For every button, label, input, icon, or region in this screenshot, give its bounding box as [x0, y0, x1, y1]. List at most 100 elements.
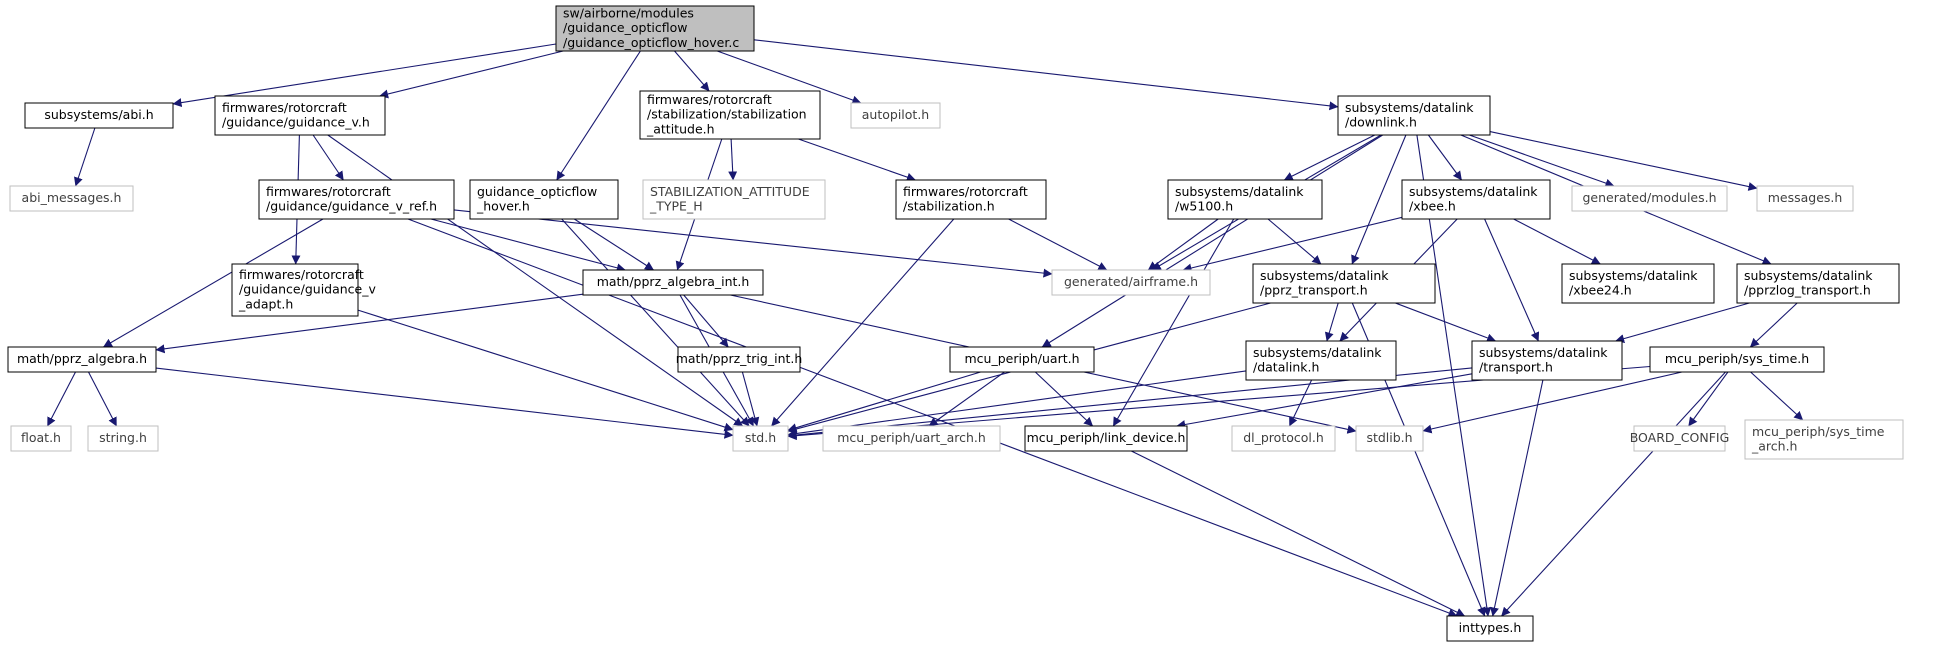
node-pprzlog[interactable]: subsystems/datalink/pprzlog_transport.h: [1736, 263, 1900, 304]
edge-downlink-to-uart: [1041, 134, 1383, 348]
edge-line: [312, 134, 344, 181]
node-pprztr[interactable]: subsystems/datalink/pprz_transport.h: [1252, 263, 1436, 304]
edge-pprztr-to-datalinkh: [1324, 302, 1339, 342]
edge-line: [1427, 134, 1463, 181]
node-box: [214, 95, 386, 136]
node-root[interactable]: sw/airborne/modules/guidance_opticflow/g…: [555, 5, 755, 52]
node-guidvref[interactable]: firmwares/rotorcraft/guidance/guidance_v…: [258, 179, 455, 220]
node-inttypes[interactable]: inttypes.h: [1446, 615, 1534, 642]
edge-line: [453, 209, 1053, 278]
node-label: subsystems/datalink: [1479, 345, 1608, 360]
node-label: dl_protocol.h: [1243, 430, 1324, 445]
node-linkdev[interactable]: mcu_periph/link_device.h: [1024, 425, 1188, 452]
edge-w5100-to-linkdev: [1112, 218, 1235, 427]
node-label: autopilot.h: [862, 107, 929, 122]
node-box: [1561, 263, 1715, 304]
edge-line: [741, 371, 760, 427]
node-label: subsystems/datalink: [1260, 268, 1389, 283]
edge-line: [155, 367, 734, 439]
edge-line: [1395, 302, 1497, 343]
node-label: subsystems/datalink: [1345, 100, 1474, 115]
edge-line: [771, 218, 955, 427]
edge-downlink-to-xbee: [1427, 134, 1463, 181]
node-label: /stabilization.h: [903, 199, 995, 214]
node-box: [1736, 263, 1900, 304]
node-ptrig[interactable]: math/pprz_trig_int.h: [676, 346, 803, 373]
node-label: BOARD_CONFIG: [1630, 430, 1730, 445]
edge-line: [155, 293, 584, 354]
node-xbee24[interactable]: subsystems/datalink/xbee24.h: [1561, 263, 1715, 304]
node-box: [1245, 340, 1397, 381]
edge-guidv-to-guidvref: [312, 134, 344, 181]
node-xbee[interactable]: subsystems/datalink/xbee.h: [1401, 179, 1551, 220]
node-box: [258, 179, 455, 220]
edge-line: [1750, 371, 1804, 421]
node-label: messages.h: [1768, 190, 1843, 205]
edge-line: [1489, 131, 1758, 191]
node-boardcfg: BOARD_CONFIG: [1630, 425, 1730, 452]
edge-line: [74, 127, 96, 187]
node-downlink[interactable]: subsystems/datalink/downlink.h: [1337, 95, 1491, 136]
edge-linkdev-to-inttypes: [1131, 450, 1466, 617]
node-uartarch: mcu_periph/uart_arch.h: [822, 425, 1001, 452]
edge-gohover-to-palgint: [574, 218, 654, 271]
node-box: [555, 5, 755, 52]
node-abi[interactable]: subsystems/abi.h: [24, 102, 174, 129]
node-box: [24, 102, 174, 129]
node-box: [639, 90, 821, 140]
node-stabatt[interactable]: firmwares/rotorcraft/stabilization/stabi…: [639, 90, 821, 140]
node-palg[interactable]: math/pprz_algebra.h: [7, 346, 157, 373]
node-box: [1744, 419, 1904, 460]
node-label: subsystems/datalink: [1175, 184, 1304, 199]
node-box: [949, 346, 1095, 373]
node-label: /guidance_opticflow: [563, 20, 687, 35]
node-messages: messages.h: [1756, 185, 1854, 212]
node-stab[interactable]: firmwares/rotorcraft/stabilization.h: [895, 179, 1047, 220]
edge-stab-to-std: [771, 218, 955, 427]
edge-line: [1688, 371, 1729, 427]
node-label: sw/airborne/modules: [563, 6, 694, 21]
node-box: [822, 425, 1001, 452]
node-box: [1337, 95, 1491, 136]
edge-line: [357, 309, 734, 432]
edge-downlink-to-pprztr: [1351, 134, 1407, 265]
edge-line: [1490, 379, 1544, 617]
node-label: firmwares/rotorcraft: [222, 100, 347, 115]
node-box: [642, 179, 826, 220]
node-label: math/pprz_algebra.h: [17, 351, 147, 366]
node-label: mcu_periph/sys_time.h: [1665, 351, 1809, 366]
edge-datalinkh-to-std: [787, 370, 1247, 438]
edge-line: [1147, 218, 1219, 271]
edge-line: [1513, 218, 1601, 265]
node-label: subsystems/datalink: [1253, 345, 1382, 360]
node-gohover[interactable]: guidance_opticflow_hover.h: [469, 179, 619, 220]
edge-palg-to-std: [155, 367, 734, 439]
edge-downlink-to-genmod: [1469, 134, 1615, 188]
edge-guidvref-to-genair: [453, 209, 1053, 278]
edge-root-to-downlink: [753, 39, 1339, 111]
edge-line: [1008, 218, 1108, 271]
edge-line: [47, 371, 76, 427]
node-label: generated/modules.h: [1582, 190, 1716, 205]
node-uart[interactable]: mcu_periph/uart.h: [949, 346, 1095, 373]
node-guidvadapt[interactable]: firmwares/rotorcraft/guidance/guidance_v…: [231, 263, 376, 317]
node-datalinkh[interactable]: subsystems/datalink/datalink.h: [1245, 340, 1397, 381]
edge-line: [1034, 371, 1094, 427]
edge-transport-to-inttypes: [1490, 379, 1544, 617]
edge-root-to-abi: [172, 43, 557, 108]
edge-palgint-to-ptrig: [683, 294, 729, 348]
node-guidv[interactable]: firmwares/rotorcraft/guidance/guidance_v…: [214, 95, 386, 136]
node-box: [1252, 263, 1436, 304]
node-label: _adapt.h: [238, 296, 293, 311]
edge-downlink-to-w5100: [1283, 134, 1376, 181]
node-systime[interactable]: mcu_periph/sys_time.h: [1649, 346, 1825, 373]
node-w5100[interactable]: subsystems/datalink/w5100.h: [1167, 179, 1323, 220]
node-palgint[interactable]: math/pprz_algebra_int.h: [582, 269, 764, 296]
node-label: mcu_periph/sys_time: [1752, 424, 1885, 439]
node-label: generated/airframe.h: [1064, 274, 1198, 289]
edge-root-to-stabatt: [674, 50, 710, 92]
edge-palg-to-string: [88, 371, 117, 427]
edge-ptrig-to-std: [741, 371, 760, 427]
node-transport[interactable]: subsystems/datalink/transport.h: [1471, 340, 1623, 381]
node-box: [9, 185, 134, 212]
